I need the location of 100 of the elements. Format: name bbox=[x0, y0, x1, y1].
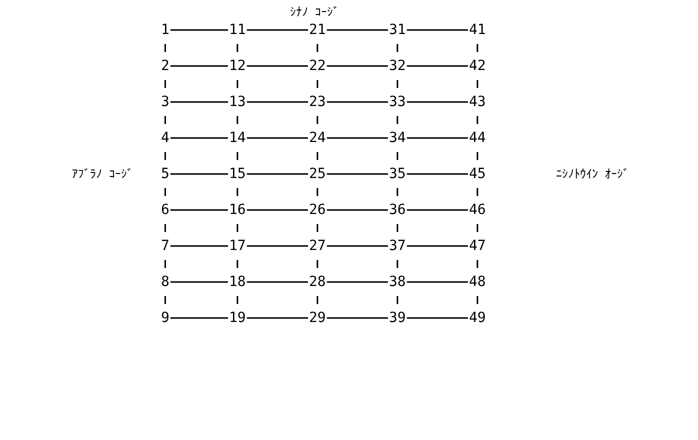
grid-number: 45 bbox=[468, 162, 487, 186]
street-label: ｱﾌﾞﾗﾉ ｺｰｼﾞ bbox=[72, 166, 134, 182]
connector-line bbox=[236, 188, 238, 196]
grid-number: 36 bbox=[388, 198, 407, 222]
connector-line bbox=[246, 209, 308, 211]
grid-number: 44 bbox=[468, 126, 487, 150]
grid-number: 22 bbox=[308, 54, 327, 78]
connector-line bbox=[236, 152, 238, 160]
grid-number: 13 bbox=[228, 90, 247, 114]
connector-line bbox=[164, 224, 166, 232]
grid-number: 24 bbox=[308, 126, 327, 150]
grid-number: 16 bbox=[228, 198, 247, 222]
grid-number: 3 bbox=[160, 90, 170, 114]
connector-line bbox=[170, 173, 228, 175]
grid-number: 15 bbox=[228, 162, 247, 186]
connector-line bbox=[316, 80, 318, 88]
connector-line bbox=[236, 296, 238, 304]
connector-line bbox=[326, 137, 388, 139]
grid-number: 38 bbox=[388, 270, 407, 294]
connector-line bbox=[170, 137, 228, 139]
connector-line bbox=[164, 188, 166, 196]
connector-line bbox=[316, 188, 318, 196]
connector-line bbox=[326, 101, 388, 103]
connector-line bbox=[326, 65, 388, 67]
connector-line bbox=[326, 317, 388, 319]
connector-line bbox=[396, 188, 398, 196]
grid-number: 19 bbox=[228, 306, 247, 330]
connector-line bbox=[406, 209, 468, 211]
connector-line bbox=[326, 245, 388, 247]
connector-line bbox=[164, 116, 166, 124]
grid-number: 27 bbox=[308, 234, 327, 258]
grid-number: 4 bbox=[160, 126, 170, 150]
connector-line bbox=[316, 44, 318, 52]
connector-line bbox=[164, 152, 166, 160]
grid-number: 46 bbox=[468, 198, 487, 222]
connector-line bbox=[476, 116, 478, 124]
connector-line bbox=[236, 44, 238, 52]
grid-number: 48 bbox=[468, 270, 487, 294]
connector-line bbox=[236, 80, 238, 88]
connector-line bbox=[316, 260, 318, 268]
connector-line bbox=[326, 209, 388, 211]
connector-line bbox=[396, 296, 398, 304]
grid-number: 5 bbox=[160, 162, 170, 186]
connector-line bbox=[396, 44, 398, 52]
connector-line bbox=[236, 260, 238, 268]
grid-number: 31 bbox=[388, 18, 407, 42]
grid-number: 1 bbox=[160, 18, 170, 42]
grid-number: 2 bbox=[160, 54, 170, 78]
connector-line bbox=[396, 80, 398, 88]
connector-line bbox=[316, 296, 318, 304]
connector-line bbox=[396, 152, 398, 160]
connector-line bbox=[236, 116, 238, 124]
grid-number: 47 bbox=[468, 234, 487, 258]
connector-line bbox=[164, 44, 166, 52]
connector-line bbox=[476, 80, 478, 88]
connector-line bbox=[164, 80, 166, 88]
grid-number: 9 bbox=[160, 306, 170, 330]
grid-number: 49 bbox=[468, 306, 487, 330]
grid-number: 41 bbox=[468, 18, 487, 42]
connector-line bbox=[316, 224, 318, 232]
street-label: ﾆｼﾉﾄｳｲﾝ ｵｰｼﾞ bbox=[556, 166, 630, 182]
connector-line bbox=[246, 173, 308, 175]
grid-number: 14 bbox=[228, 126, 247, 150]
connector-line bbox=[406, 173, 468, 175]
connector-line bbox=[406, 281, 468, 283]
connector-line bbox=[246, 65, 308, 67]
connector-line bbox=[406, 29, 468, 31]
connector-line bbox=[406, 245, 468, 247]
connector-line bbox=[406, 317, 468, 319]
street-label: ｼﾅﾉ ｺｰｼﾞ bbox=[290, 4, 340, 20]
grid-number: 21 bbox=[308, 18, 327, 42]
connector-line bbox=[164, 296, 166, 304]
grid-number: 17 bbox=[228, 234, 247, 258]
connector-line bbox=[396, 224, 398, 232]
connector-line bbox=[476, 224, 478, 232]
grid-number: 25 bbox=[308, 162, 327, 186]
connector-line bbox=[170, 245, 228, 247]
grid-number: 8 bbox=[160, 270, 170, 294]
connector-line bbox=[170, 209, 228, 211]
connector-line bbox=[476, 188, 478, 196]
connector-line bbox=[246, 101, 308, 103]
connector-line bbox=[326, 29, 388, 31]
connector-line bbox=[170, 65, 228, 67]
connector-line bbox=[476, 260, 478, 268]
connector-line bbox=[246, 245, 308, 247]
grid-number: 18 bbox=[228, 270, 247, 294]
connector-line bbox=[316, 116, 318, 124]
grid-number: 43 bbox=[468, 90, 487, 114]
connector-line bbox=[170, 281, 228, 283]
connector-line bbox=[406, 101, 468, 103]
grid-number: 28 bbox=[308, 270, 327, 294]
connector-line bbox=[236, 224, 238, 232]
connector-line bbox=[476, 152, 478, 160]
grid-number: 6 bbox=[160, 198, 170, 222]
connector-line bbox=[246, 29, 308, 31]
connector-line bbox=[476, 296, 478, 304]
connector-line bbox=[246, 317, 308, 319]
grid-number: 35 bbox=[388, 162, 407, 186]
grid-number: 23 bbox=[308, 90, 327, 114]
connector-line bbox=[326, 281, 388, 283]
